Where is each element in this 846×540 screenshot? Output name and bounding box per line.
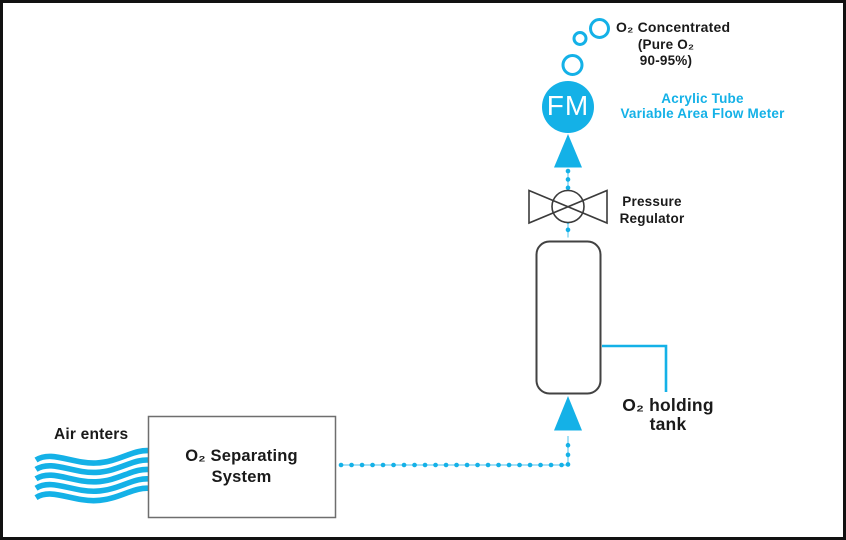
holding-tank-label: O₂ holding tank xyxy=(622,395,714,434)
tank-leader-line xyxy=(602,344,668,392)
separating-system-label: O₂ Separating System xyxy=(185,446,298,486)
flow-meter-circle xyxy=(542,81,594,133)
flow-dotted-line xyxy=(338,434,571,468)
separating-system-box xyxy=(147,415,337,519)
pressure-regulator-label: Pressure Regulator xyxy=(619,194,685,226)
flow-arrow-up-icon xyxy=(554,396,582,431)
o2-concentrated-label: O₂ Concentrated xyxy=(616,19,731,35)
o2-bubbles-icon xyxy=(561,18,610,76)
flow-meter-caption: Acrylic Tube Variable Area Flow Meter xyxy=(620,91,785,121)
air-flow-waves-icon xyxy=(34,447,153,504)
flow-meter-label: FM xyxy=(546,90,590,121)
o2-purity-label: (Pure O₂ 90-95%) xyxy=(637,37,695,68)
air-enters-label: Air enters xyxy=(54,426,129,443)
flow-arrow-up-icon xyxy=(554,134,582,168)
pressure-regulator-valve-icon xyxy=(528,189,608,225)
holding-tank-shape xyxy=(535,240,602,395)
